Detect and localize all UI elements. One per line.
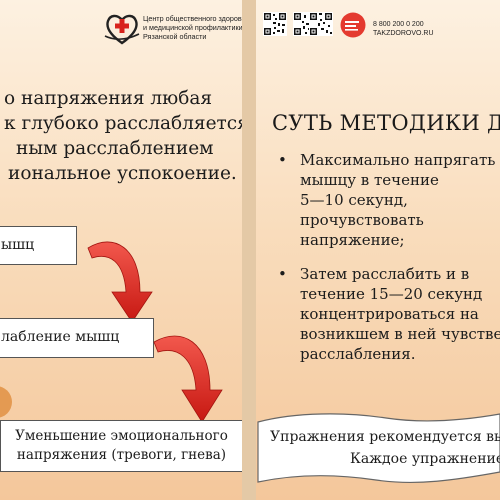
hotline-badge-icon: [340, 12, 366, 38]
bullet-text: Максимально напрягать мышцу в течение 5—…: [300, 150, 495, 250]
bullet-2-line-1: Затем расслабить и в: [300, 265, 470, 283]
page-title: СУТЬ МЕТОДИКИ ДЖ: [272, 111, 500, 136]
bullet-1-line-4: прочувствовать: [300, 211, 424, 229]
intro-line-4: иональное успокоение.: [8, 163, 237, 184]
decorative-ball-icon: [0, 386, 12, 418]
qr-code-icon: [309, 12, 333, 36]
bullet-text: Затем расслабить и в течение 15—20 секун…: [300, 264, 500, 364]
bullet-1-line-5: напряжение;: [300, 231, 405, 249]
flow-box-emotional-reduction: Уменьшение эмоционального напряжения (тр…: [0, 420, 242, 472]
hotline-website: TAKZDOROVO.RU: [373, 30, 434, 37]
flow-box-3-line-1: Уменьшение эмоционального: [15, 428, 228, 444]
qr-code-icon: [263, 12, 287, 36]
flow-box-3-line-2: напряжения (тревоги, гнева): [16, 447, 227, 463]
footer-wave-box: [257, 413, 500, 484]
intro-paragraph: о напряжения любая к глубоко расслабляет…: [0, 86, 242, 186]
footer-line-2: Каждое упражнение: [350, 451, 500, 467]
bullet-1-line-1: Максимально напрягать: [300, 151, 496, 169]
curved-arrow-icon: [87, 241, 153, 323]
hotline-info: 8 800 200 0 200 TAKZDOROVO.RU: [373, 20, 434, 38]
bullet-dot: •: [278, 265, 287, 283]
right-page: 8 800 200 0 200 TAKZDOROVO.RU СУТЬ МЕТОД…: [256, 0, 500, 500]
bullet-1-line-3: 5—10 секунд,: [300, 191, 408, 209]
left-page: Центр общественного здоровья и медицинск…: [0, 0, 242, 500]
bullet-2-line-5: расслабления.: [300, 345, 416, 363]
bullet-2-line-2: течение 15—20 секунд: [300, 285, 483, 303]
org-name: Центр общественного здоровья и медицинск…: [143, 14, 242, 42]
org-name-line-2: и медицинской профилактики: [143, 23, 242, 33]
intro-line-3: ным расслаблением: [16, 138, 214, 159]
intro-line-1: о напряжения любая: [4, 88, 213, 109]
footer-line-1: Упражнения рекомендуется вы: [270, 429, 500, 445]
org-name-line-3: Рязанской области: [143, 32, 207, 42]
flow-box-tension: ышц: [0, 226, 77, 265]
bullet-2-line-3: концентрироваться на: [300, 305, 479, 323]
bullet-dot: •: [278, 151, 287, 169]
hotline-phone: 8 800 200 0 200: [373, 21, 424, 28]
flow-box-relaxation: лабление мышц: [0, 318, 154, 358]
footer-text: Упражнения рекомендуется вы Каждое упраж…: [270, 426, 500, 470]
curved-arrow-icon: [153, 335, 223, 423]
org-name-line-1: Центр общественного здоровья: [143, 14, 242, 23]
heart-cross-logo-icon: [104, 14, 140, 45]
bullet-1-line-2: мышцу в течение: [300, 171, 439, 189]
intro-line-2: к глубоко расслабляется,: [4, 113, 242, 134]
bullet-2-line-4: возникшем в ней чувстве: [300, 325, 500, 343]
